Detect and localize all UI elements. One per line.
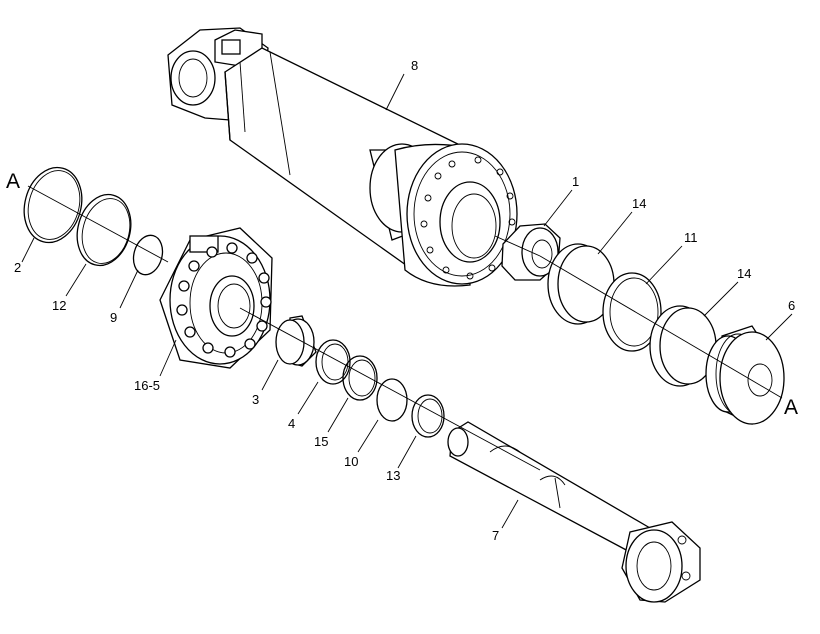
axis-mark-left: A xyxy=(6,170,20,193)
callout-10: 10 xyxy=(344,454,358,469)
callout-6: 6 xyxy=(788,298,795,313)
callout-12: 12 xyxy=(52,298,66,313)
callout-9: 9 xyxy=(110,310,117,325)
backup-ring-12 xyxy=(76,193,132,267)
callout-16-5: 16-5 xyxy=(134,378,160,393)
o-ring-2 xyxy=(23,166,83,244)
callout-14-lower: 14 xyxy=(737,266,751,281)
callout-2: 2 xyxy=(14,260,21,275)
callout-7: 7 xyxy=(492,528,499,543)
callout-8: 8 xyxy=(411,58,418,73)
callout-leaders xyxy=(21,73,793,529)
seal-10 xyxy=(376,378,408,422)
axis-mark-right: A xyxy=(784,396,798,419)
callout-1: 1 xyxy=(572,174,579,189)
cylinder-barrel xyxy=(167,27,518,287)
bushing xyxy=(275,315,317,367)
piston xyxy=(705,325,785,425)
callout-13: 13 xyxy=(386,468,400,483)
seal-15 xyxy=(342,355,378,401)
callout-15: 15 xyxy=(314,434,328,449)
seal-4 xyxy=(315,339,351,385)
callout-14-upper: 14 xyxy=(632,196,646,211)
wear-ring-upper xyxy=(547,243,615,325)
piston-rod xyxy=(447,421,701,603)
wiper-13 xyxy=(411,394,445,438)
cylinder-head xyxy=(159,227,273,369)
assembly-axis-lines xyxy=(27,185,783,471)
callout-3: 3 xyxy=(252,392,259,407)
seal-ring-11 xyxy=(602,272,662,352)
callout-4: 4 xyxy=(288,416,295,431)
o-ring-9 xyxy=(132,234,164,276)
callout-11: 11 xyxy=(684,230,698,245)
callout-labels: 8 1 14 11 14 6 2 12 9 16-5 3 4 15 10 13 … xyxy=(6,58,798,543)
